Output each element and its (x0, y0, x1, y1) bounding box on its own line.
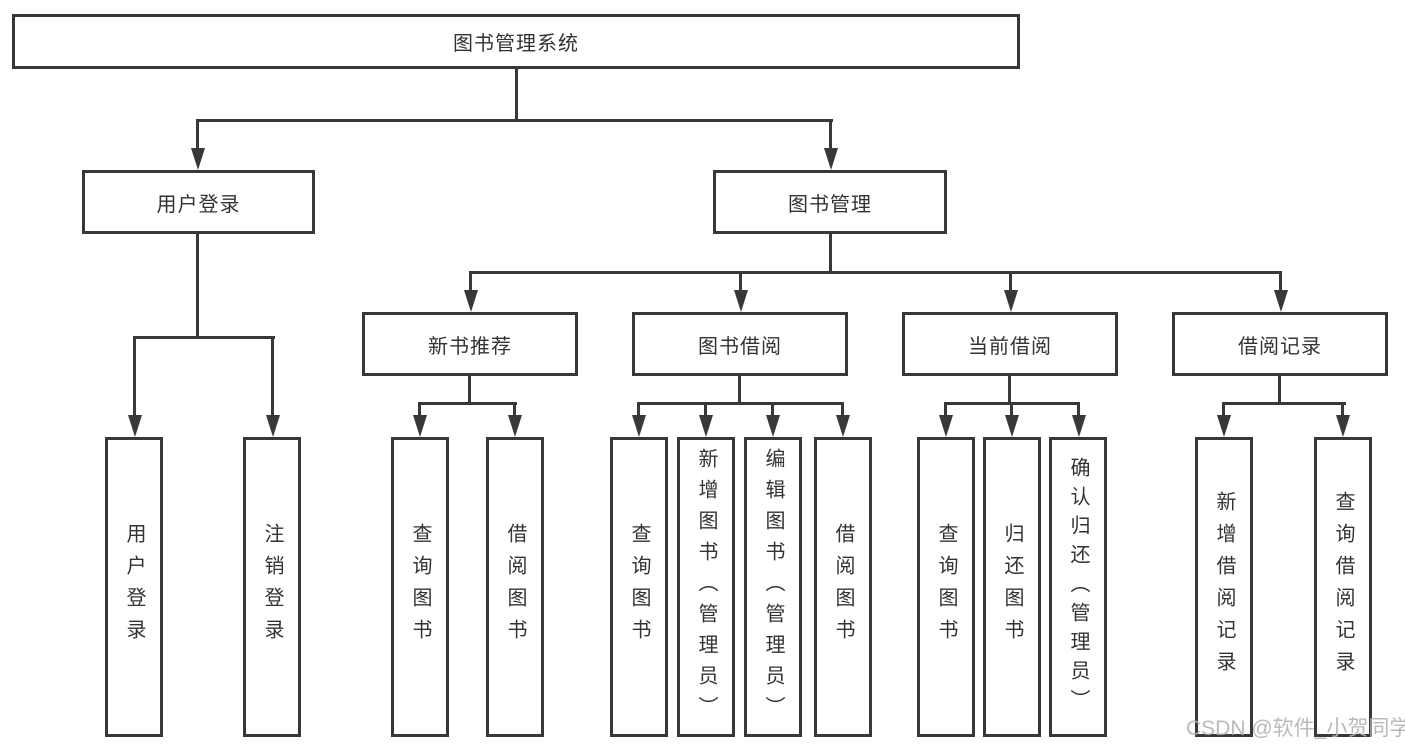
node-book-borrow: 图书借阅 (632, 312, 848, 376)
leaf-current-confirm-return-admin: 确认归还（管理员） (1049, 437, 1107, 737)
connector-arrowhead (1336, 415, 1350, 437)
connector-line (738, 376, 741, 404)
connector-line (637, 402, 640, 416)
node-book-management-label: 图书管理 (788, 193, 872, 216)
leaf-borrow-borrow-book: 借阅图书 (814, 437, 872, 737)
connector-arrowhead (1217, 415, 1231, 437)
node-current-borrow: 当前借阅 (902, 312, 1118, 376)
connector-arrowhead (699, 415, 713, 437)
connector-arrowhead (632, 415, 646, 437)
connector-line (829, 119, 832, 149)
connector-arrowhead (464, 290, 478, 312)
node-book-management: 图书管理 (713, 170, 947, 234)
connector-arrowhead (766, 415, 780, 437)
connector-line (1008, 376, 1011, 404)
node-current-borrow-label: 当前借阅 (968, 335, 1052, 358)
connector-line (469, 271, 472, 291)
connector-arrowhead (128, 415, 142, 437)
leaf-records-add-record: 新增借阅记录 (1195, 437, 1253, 737)
connector-line (133, 336, 275, 339)
node-new-book-recommend-label: 新书推荐 (428, 335, 512, 358)
node-user-login: 用户登录 (82, 170, 315, 234)
connector-arrowhead (824, 148, 838, 170)
connector-line (196, 119, 833, 122)
connector-line (1279, 271, 1282, 291)
connector-line (771, 402, 774, 416)
leaf-current-query-book: 查询图书 (917, 437, 975, 737)
leaf-current-return-book: 归还图书 (983, 437, 1041, 737)
connector-arrowhead (1004, 290, 1018, 312)
connector-line (469, 271, 1282, 274)
leaf-recommend-query-book: 查询图书 (391, 437, 449, 737)
connector-line (196, 234, 199, 338)
connector-line (1077, 402, 1080, 416)
connector-arrowhead (939, 415, 953, 437)
connector-line (418, 402, 421, 416)
node-user-login-label: 用户登录 (156, 193, 241, 216)
connector-arrowhead (1072, 415, 1086, 437)
connector-arrowhead (191, 148, 205, 170)
leaf-recommend-borrow-book: 借阅图书 (486, 437, 544, 737)
connector-arrowhead (413, 415, 427, 437)
leaf-borrow-edit-book-admin: 编辑图书（管理员） (744, 437, 802, 737)
connector-arrowhead (266, 415, 280, 437)
connector-line (829, 234, 832, 274)
node-root: 图书管理系统 (12, 14, 1020, 69)
connector-line (271, 336, 274, 416)
connector-line (739, 271, 742, 291)
connector-arrowhead (508, 415, 522, 437)
leaf-records-query-record: 查询借阅记录 (1314, 437, 1372, 737)
connector-line (513, 402, 516, 416)
connector-line (1222, 402, 1225, 416)
connector-line (704, 402, 707, 416)
connector-line (1009, 271, 1012, 291)
connector-line (468, 376, 471, 404)
node-book-borrow-label: 图书借阅 (698, 335, 782, 358)
leaf-user-login: 用户登录 (105, 437, 163, 737)
leaf-logout: 注销登录 (243, 437, 301, 737)
connector-line (515, 69, 518, 121)
node-root-label: 图书管理系统 (453, 33, 579, 55)
connector-line (637, 402, 844, 405)
connector-line (133, 336, 136, 416)
connector-line (418, 402, 517, 405)
connector-arrowhead (836, 415, 850, 437)
connector-line (944, 402, 947, 416)
connector-arrowhead (1274, 290, 1288, 312)
connector-line (1278, 376, 1281, 404)
connector-line (1010, 402, 1013, 416)
connector-arrowhead (734, 290, 748, 312)
connector-line (841, 402, 844, 416)
connector-line (196, 119, 199, 149)
node-borrow-records-label: 借阅记录 (1238, 335, 1322, 358)
leaf-borrow-query-book: 查询图书 (610, 437, 668, 737)
connector-arrowhead (1005, 415, 1019, 437)
node-borrow-records: 借阅记录 (1172, 312, 1388, 376)
node-new-book-recommend: 新书推荐 (362, 312, 578, 376)
leaf-borrow-add-book-admin: 新增图书（管理员） (677, 437, 735, 737)
connector-line (1341, 402, 1344, 416)
connector-line (1222, 402, 1346, 405)
csdn-watermark: CSDN @软件_小贺同学 (1186, 717, 1405, 740)
